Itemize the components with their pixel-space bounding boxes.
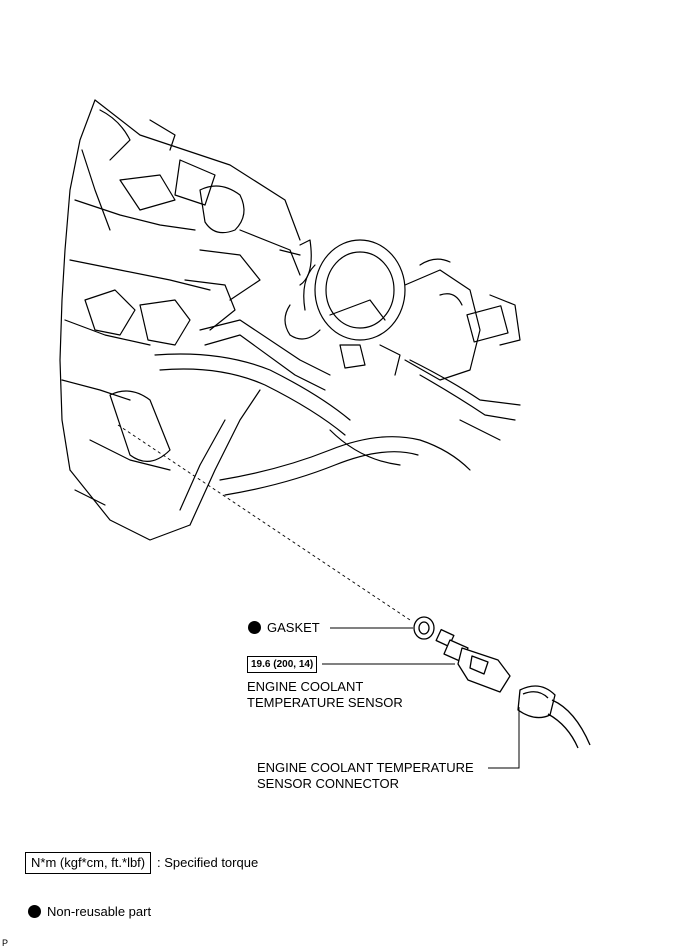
legend-dot-icon (28, 905, 41, 918)
sensor-label: ENGINE COOLANT TEMPERATURE SENSOR (247, 679, 403, 711)
torque-value-box: 19.6 (200, 14) (247, 656, 318, 673)
sensor-connector-part (517, 685, 591, 749)
legend-torque-desc: : Specified torque (157, 855, 259, 870)
legend-nonreusable-text: Non-reusable part (47, 904, 152, 919)
legend-torque-box: N*m (kgf*cm, ft.*lbf) (25, 852, 152, 874)
sensor-label-line2: TEMPERATURE SENSOR (247, 695, 403, 710)
connector-label-line1: ENGINE COOLANT TEMPERATURE (257, 760, 474, 775)
connector-label-line2: SENSOR CONNECTOR (257, 776, 400, 791)
torque-value: 19.6 (200, 14) (251, 659, 314, 670)
throttle-body (284, 239, 521, 381)
engine-hoses (154, 239, 521, 526)
legend-nonreusable: Non-reusable part (28, 904, 151, 920)
engine-block (59, 99, 301, 541)
connector-label: ENGINE COOLANT TEMPERATURE SENSOR CONNEC… (257, 760, 474, 792)
gasket-label: GASKET (248, 620, 320, 636)
gasket-text: GASKET (267, 620, 320, 635)
footer-mark: P (2, 938, 9, 948)
legend-torque-unit: N*m (kgf*cm, ft.*lbf) (31, 855, 146, 870)
installation-leader (117, 424, 411, 621)
gasket-part (413, 616, 435, 640)
coolant-sensor-part (435, 628, 511, 693)
connector-leader (488, 707, 520, 769)
sensor-label-line1: ENGINE COOLANT (247, 679, 364, 694)
nonreusable-dot-icon (248, 621, 261, 634)
